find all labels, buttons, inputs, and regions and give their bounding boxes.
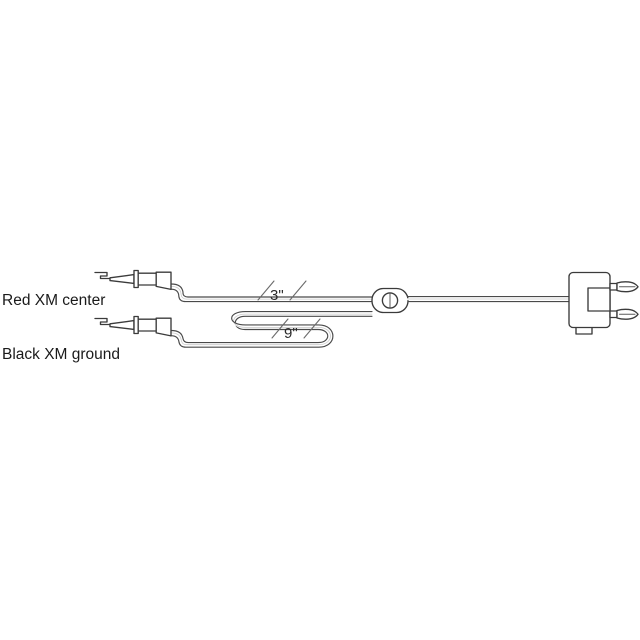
lower-dimension-label: 9" <box>284 325 298 342</box>
pin-connector-red <box>94 269 172 291</box>
dual-pin-terminal-block <box>568 271 639 335</box>
housing-mount-tab <box>575 326 593 335</box>
housing-pin-lower <box>609 308 639 320</box>
red-connector-blade-tip <box>94 271 111 280</box>
black-connector-boot <box>155 317 172 337</box>
red-connector-shank <box>109 273 135 285</box>
black-connector-blade-tip <box>94 317 111 326</box>
inline-barrel-fitting <box>371 287 409 314</box>
red-connector-barrel <box>137 272 157 286</box>
lower-dim-hatch-right <box>303 318 321 339</box>
lower-wire-edge-top <box>170 315 373 344</box>
lower-wire-edge-bottom <box>170 311 373 348</box>
upper-wire-highlight <box>170 286 373 300</box>
upper-dimension-label: 3" <box>270 287 284 304</box>
dimension-lower: 9" <box>271 318 321 342</box>
upper-pin-neck <box>609 282 618 291</box>
upper-cable-run <box>169 283 374 303</box>
housing-pin-upper <box>609 281 639 293</box>
lower-wire-highlight <box>170 313 373 346</box>
red-lead-label: Red XM center <box>2 292 105 309</box>
black-connector-barrel <box>137 318 157 332</box>
main-cable-run <box>406 293 586 305</box>
upper-dim-hatch-left <box>257 280 275 301</box>
lower-pin-neck <box>609 310 618 319</box>
black-connector-shank <box>109 319 135 331</box>
black-lead-label: Black XM ground <box>2 346 120 363</box>
upper-dim-hatch-right <box>289 280 307 301</box>
pin-connector-black <box>94 315 172 337</box>
lower-cable-run <box>169 311 374 348</box>
lower-dim-hatch-left <box>271 318 289 339</box>
upper-wire-edge-bottom <box>170 288 373 303</box>
dimension-upper: 3" <box>257 280 307 304</box>
housing-inner-block <box>587 287 611 312</box>
upper-wire-edge-top <box>170 283 373 298</box>
red-connector-boot <box>155 271 172 291</box>
